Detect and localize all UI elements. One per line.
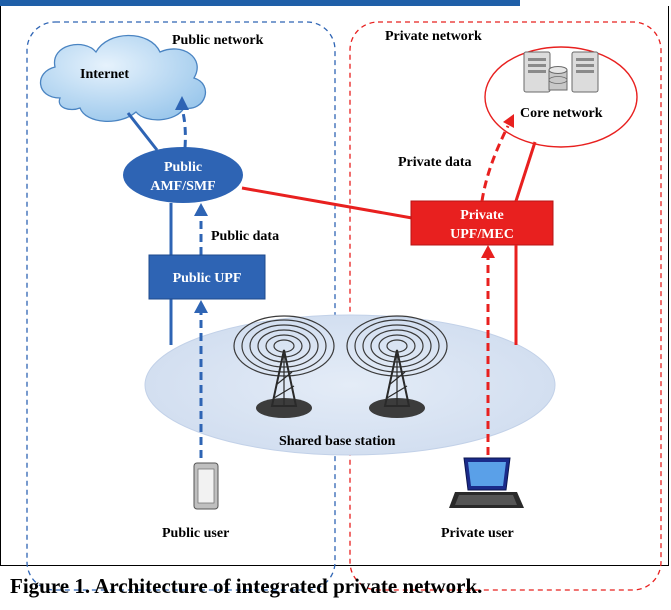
private-network-label: Private network <box>385 29 482 44</box>
internet-cloud <box>39 34 206 123</box>
public-amf-label-line1: Public <box>164 160 202 175</box>
private-upf-label-line1: Private <box>460 208 504 223</box>
internet-label: Internet <box>80 67 129 82</box>
shared-base-station-area <box>144 314 556 456</box>
server-icon-2 <box>571 51 599 93</box>
private-upf-to-core-link <box>514 141 537 202</box>
shared-base-station-label: Shared base station <box>279 434 396 449</box>
public-upf-arrowhead <box>194 300 208 313</box>
private-user-label: Private user <box>441 526 514 541</box>
public-amf-to-internet-data-arrow <box>180 107 187 149</box>
public-upf-label: Public UPF <box>173 271 242 286</box>
private-network-region <box>349 21 662 591</box>
public-network-label: Public network <box>172 33 264 48</box>
public-amf-to-internet-link <box>126 112 159 151</box>
public-network-region <box>26 21 336 591</box>
private-data-to-core-arrow <box>480 125 510 202</box>
core-network-label: Core network <box>520 106 603 121</box>
private-upf-label-line2: UPF/MEC <box>450 227 514 242</box>
laptop-icon <box>449 457 524 508</box>
public-amf-arrowhead <box>194 203 208 216</box>
cell-tower-icon-left <box>233 315 335 418</box>
public-user-label: Public user <box>162 526 229 541</box>
private-upf-arrowhead <box>481 245 495 258</box>
core-network-node <box>484 46 638 148</box>
cell-tower-icon-right <box>346 315 448 418</box>
public-amf-smf-node <box>123 147 243 203</box>
database-icon <box>548 66 568 91</box>
private-data-label: Private data <box>398 155 471 170</box>
public-data-label: Public data <box>211 229 279 244</box>
public-amf-label-line2: AMF/SMF <box>150 179 215 194</box>
amf-to-private-upf-link <box>241 186 413 220</box>
server-icon <box>523 51 551 93</box>
public-upf-node <box>148 254 266 300</box>
phone-icon <box>193 462 219 510</box>
core-arrowhead <box>503 114 514 128</box>
top-accent-bar <box>0 0 520 6</box>
internet-arrowhead <box>175 96 189 110</box>
figure-caption: Figure 1. Architecture of integrated pri… <box>10 574 483 598</box>
